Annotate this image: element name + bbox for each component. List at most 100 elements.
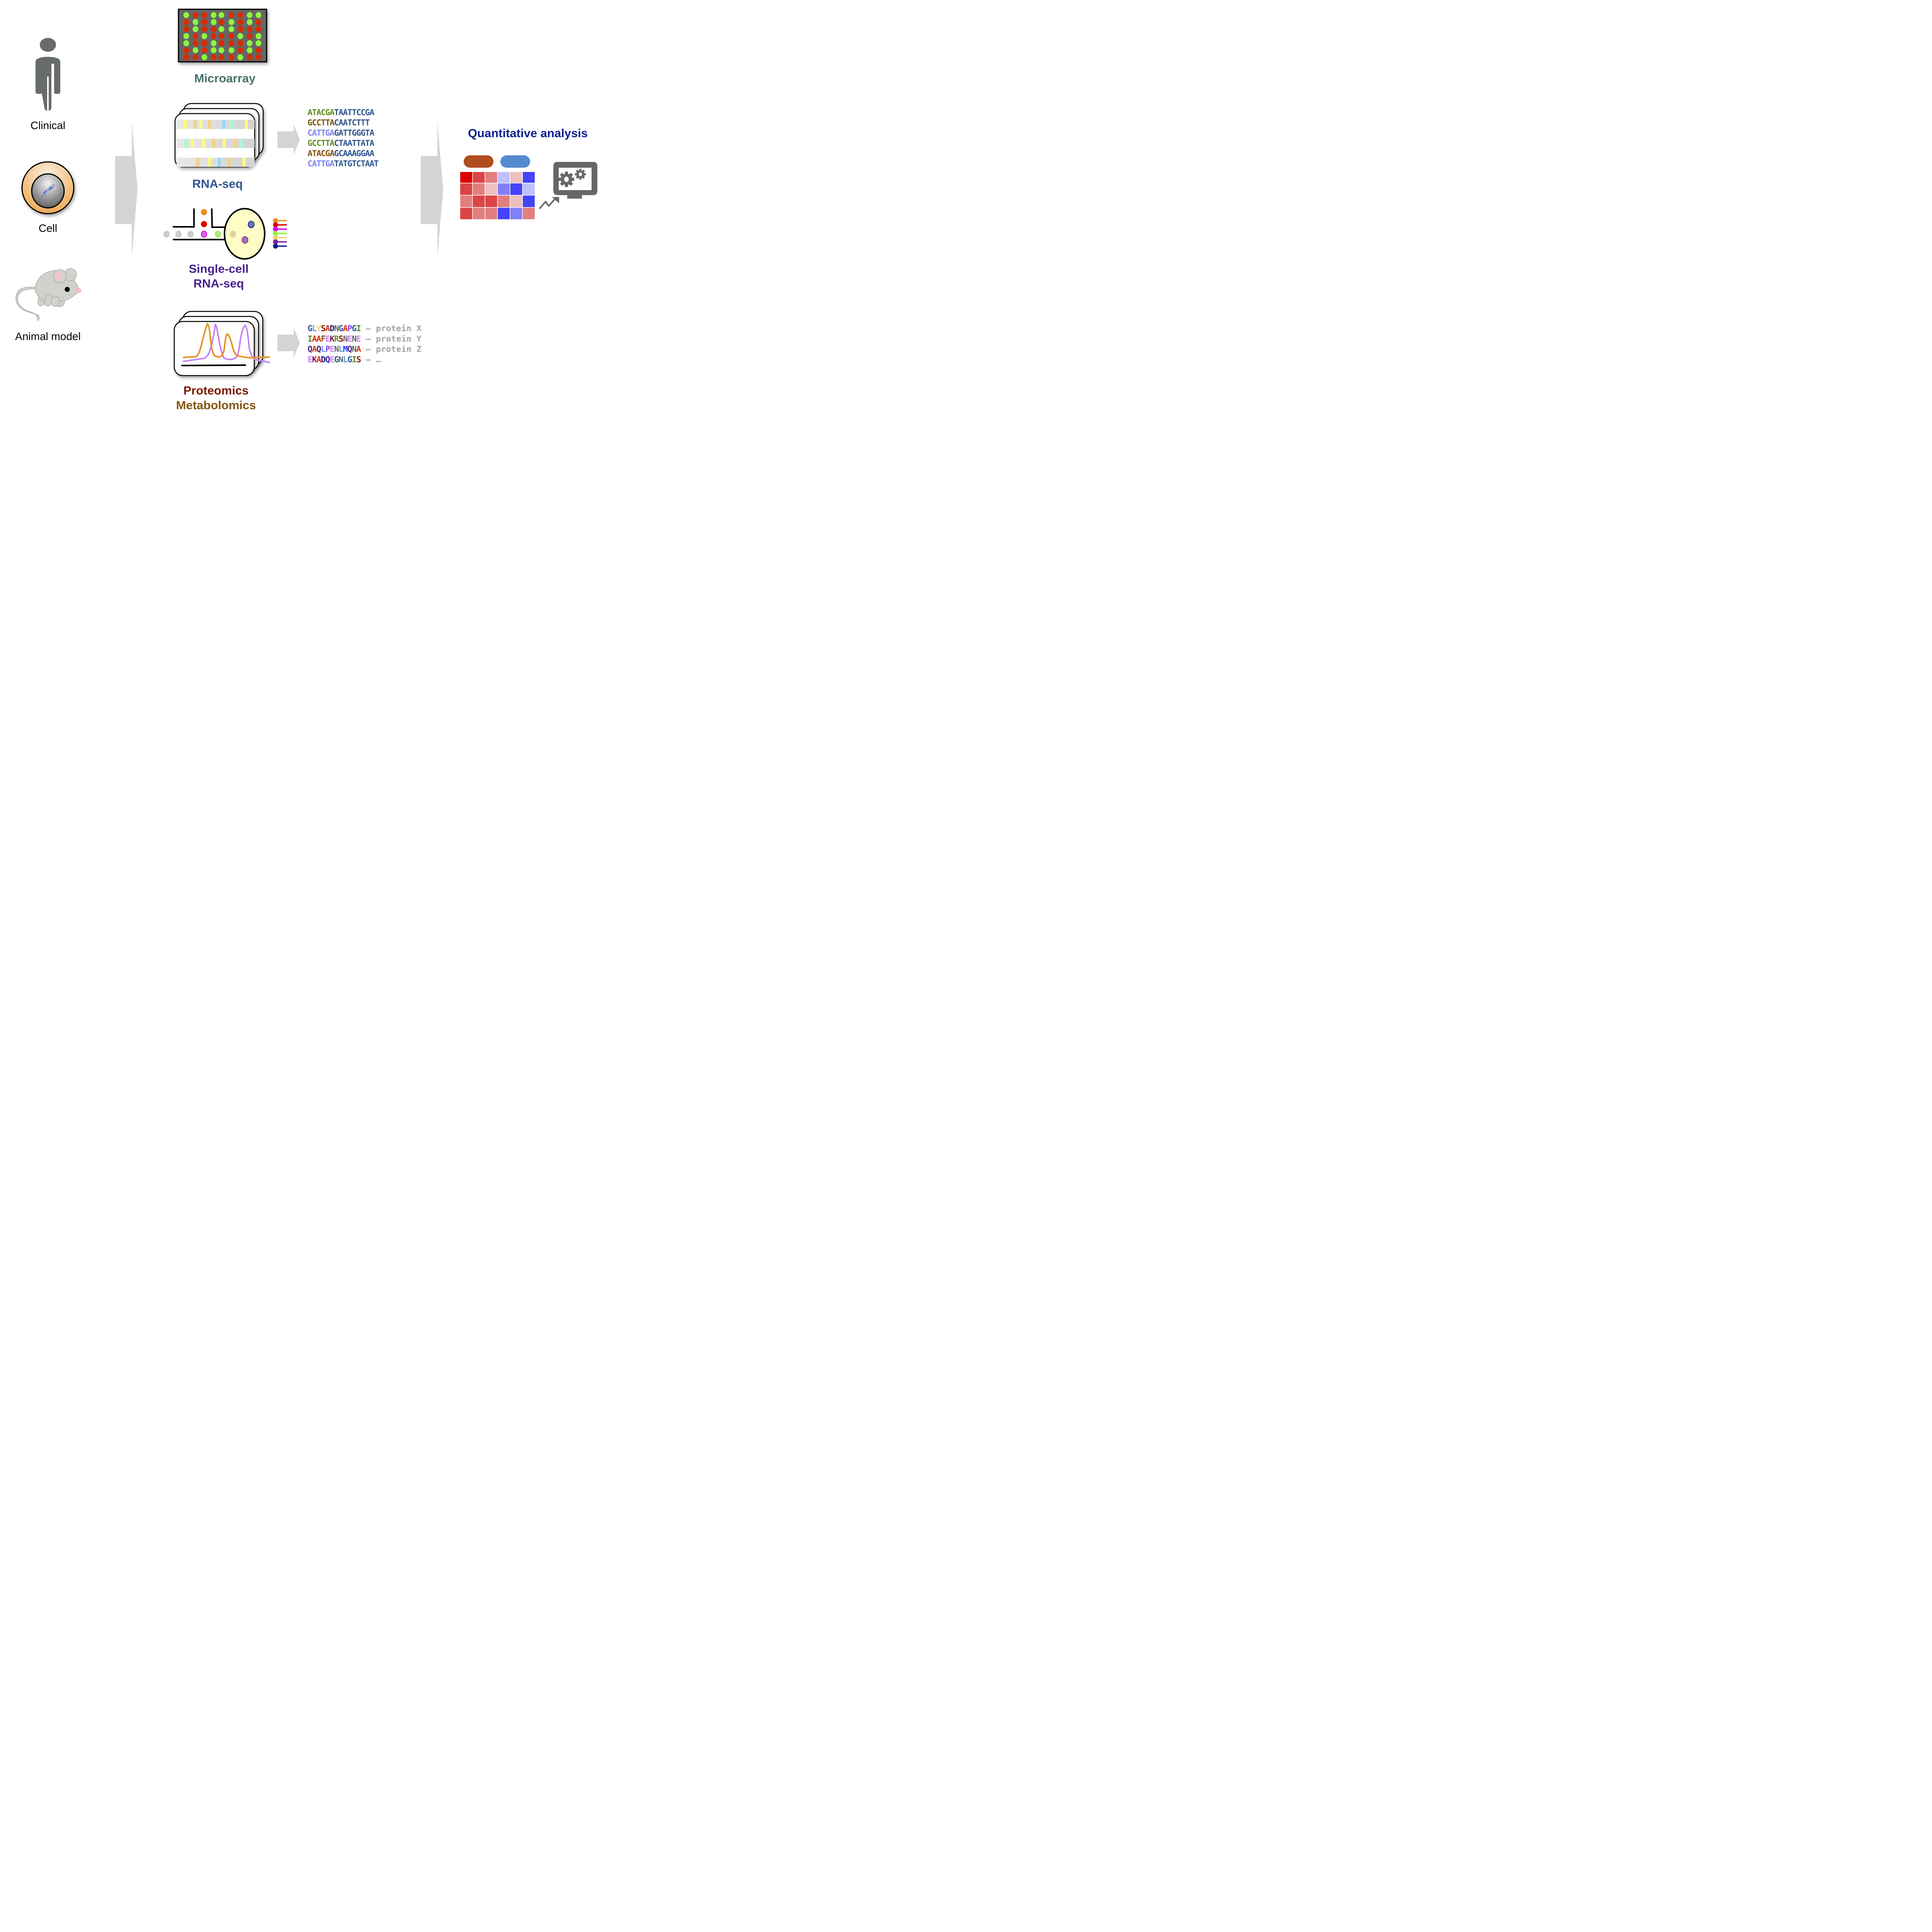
read-band	[223, 139, 226, 148]
channel-bead	[201, 231, 207, 238]
amino-acid: G	[352, 324, 357, 333]
channel-bead	[215, 231, 221, 238]
microarray-spot	[228, 26, 235, 32]
microarray-spot	[255, 19, 262, 25]
microarray-spot	[218, 12, 224, 18]
amino-acid: A	[316, 334, 321, 344]
dna-sequence-line: CATTGAGATTGGGTA	[308, 128, 374, 138]
amino-acid: K	[312, 355, 317, 364]
alignment-track	[177, 158, 255, 167]
heatmap-cell	[460, 172, 472, 183]
amino-acid: S	[338, 334, 343, 344]
heatmap-cell	[473, 207, 485, 219]
amino-acid: P	[347, 324, 352, 333]
barcode-bead	[273, 235, 278, 240]
microarray-spot	[237, 19, 243, 25]
droplet-chamber	[224, 208, 265, 260]
read-band	[218, 158, 221, 167]
protein-name: – protein Z	[361, 345, 422, 354]
group-labels	[464, 155, 530, 168]
amino-acid: F	[321, 334, 325, 344]
chromatogram-card-stack	[173, 311, 270, 376]
source-cell: Cell	[21, 161, 75, 234]
group-pill	[500, 155, 530, 168]
read-band	[245, 120, 248, 129]
barcode-bead	[273, 243, 278, 249]
sequence-segment: GCAAAGGAA	[334, 149, 375, 158]
barcode-bead	[273, 231, 278, 236]
amino-acid: D	[330, 324, 334, 333]
sequence-segment: TATGTCTAAT	[334, 159, 379, 168]
microarray-spot	[211, 26, 217, 32]
protein-sequence-line: IAAFEKRSNENE – protein Y	[308, 334, 422, 344]
tech-label-proteomics: Proteomics	[184, 384, 249, 397]
dna-sequence-line: CATTGATATGTCTAAT	[308, 159, 379, 168]
heatmap-cell	[510, 172, 522, 183]
amino-acid: D	[321, 355, 325, 364]
amino-acid: I	[356, 324, 361, 333]
sequence-segment: ATACGA	[308, 108, 335, 117]
microarray-spot	[237, 40, 243, 46]
microarray-spot	[192, 47, 199, 53]
amino-acid: I	[308, 334, 312, 344]
protein-sequence-line: EKADQEGNLGIS – …	[308, 355, 381, 364]
mouse-nose	[76, 288, 81, 293]
read-band	[193, 120, 197, 129]
amino-acid: A	[325, 324, 330, 333]
barcode-bead	[273, 239, 278, 245]
chromatogram-baseline	[181, 364, 246, 366]
amino-acid: E	[330, 355, 334, 364]
captured-bead	[242, 236, 248, 244]
microarray-spot	[183, 12, 189, 18]
microarray-spot	[228, 40, 235, 46]
microarray-spot	[192, 12, 199, 18]
microarray-spot	[247, 19, 253, 25]
protein-name: – …	[361, 355, 381, 364]
microarray-spot	[192, 19, 199, 25]
microarray-spot	[211, 33, 217, 39]
amino-acid: Y	[316, 324, 321, 333]
source-label-animal: Animal model	[15, 330, 81, 342]
microarray-spot	[192, 33, 199, 39]
tech-label-scrnaseq-line1: Single-cell	[189, 262, 248, 276]
sequence-segment: CAATCTTT	[334, 118, 370, 128]
channel-bead	[230, 231, 236, 238]
microarray-spot	[255, 26, 262, 32]
sequence-segment: TAATTCCGA	[334, 108, 375, 117]
captured-bead	[248, 221, 255, 228]
microarray-spot	[255, 12, 262, 18]
heatmap-cell	[510, 196, 522, 207]
amino-acid: G	[347, 355, 352, 364]
microfluidics-droplet-diagram	[163, 208, 287, 260]
tech-label-rnaseq: RNA-seq	[192, 177, 243, 190]
microarray-spot	[218, 40, 224, 46]
heatmap-cell	[473, 183, 485, 195]
tech-label-scrnaseq-line2: RNA-seq	[194, 277, 244, 290]
amino-acid: E	[325, 334, 330, 344]
microarray-spot	[211, 12, 217, 18]
microarray-spots	[183, 12, 262, 60]
heatmap-cell	[523, 196, 535, 207]
amino-acid: K	[330, 334, 335, 344]
read-band	[190, 139, 194, 148]
microarray-spot	[247, 12, 253, 18]
barcode-bead	[273, 226, 278, 232]
dna-helix-icon	[41, 184, 55, 197]
heatmap-cell	[460, 196, 472, 207]
microarray-spot	[255, 40, 262, 46]
heatmap-cell	[523, 207, 535, 219]
heatmap-cell	[473, 172, 485, 183]
sequence-segment: GCCTTA	[308, 139, 335, 148]
microarray-spot	[218, 19, 224, 25]
amino-acid: P	[325, 345, 330, 354]
microarray-spot	[255, 54, 262, 60]
amino-acid: A	[356, 345, 361, 354]
amino-acid: G	[308, 324, 312, 333]
heatmap-cell	[523, 183, 535, 195]
chromatogram-violet-trace	[183, 323, 270, 363]
dna-sequence-line: GCCTTACTAATTATA	[308, 139, 374, 148]
read-band	[222, 120, 226, 129]
amino-acid: S	[321, 324, 325, 333]
gear-large-icon	[559, 172, 574, 187]
microarray-spot	[183, 40, 189, 46]
